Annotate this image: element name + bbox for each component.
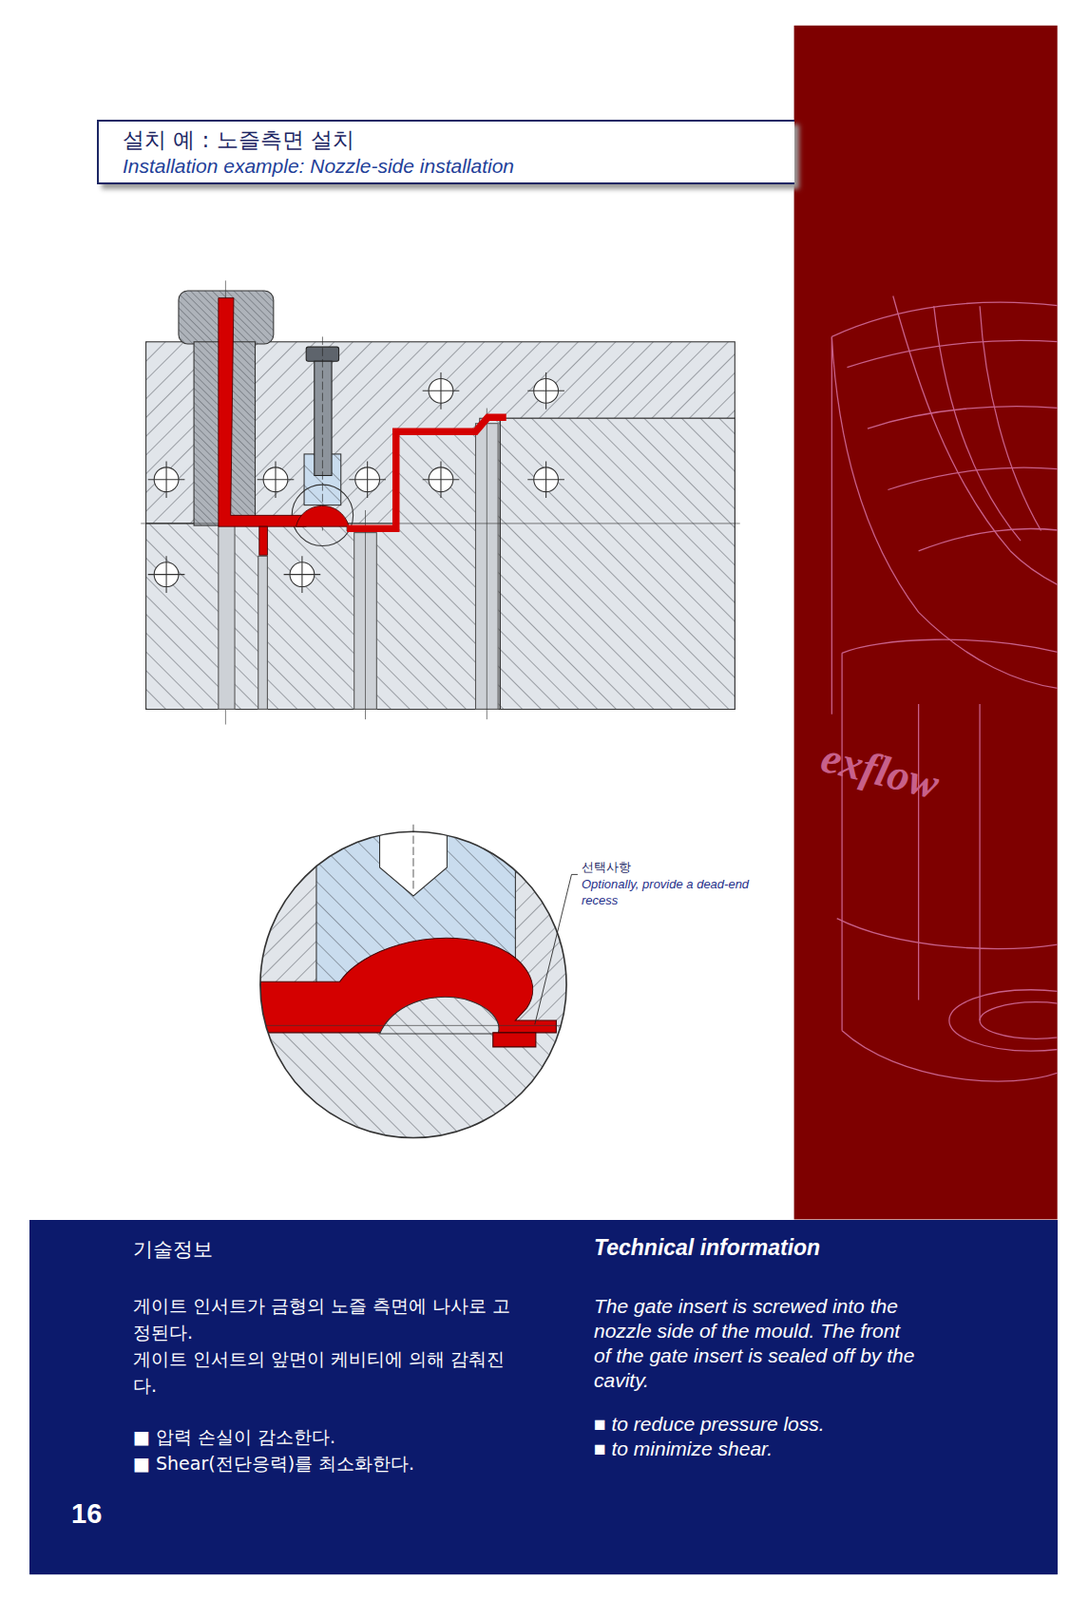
drawing-line [545,460,547,498]
drawing-path [493,1032,536,1048]
drawing-line [439,460,441,498]
melt-channel [218,298,507,556]
drawing-path [380,996,499,1034]
title-english: Installation example: Nozzle-side instal… [122,153,795,179]
drawing-line [499,418,501,709]
drawing-path [831,336,833,714]
drawing-g [831,295,1057,1082]
drawing-line [274,460,276,498]
drawing-rect [258,555,268,709]
detail-view [255,824,583,1154]
drawing-line [545,372,547,410]
side-panel [794,25,1089,1221]
drawing-line [322,336,324,531]
drawing-polygon [218,298,306,528]
leader-line [534,874,578,1025]
drawing-g [255,826,583,1154]
drawing-ellipse [979,1002,1058,1040]
drawing-path [978,704,980,1021]
drawing-rect [255,1025,583,1153]
drawing-ellipse [949,990,1058,1051]
drawing-polygon [499,418,735,709]
drawing-path [831,302,1057,337]
drawing-path [831,336,1057,689]
callout-note: Optionally, provide a dead-end recess [581,876,777,909]
drawing-path [837,918,1058,950]
drawing-polyline [346,417,507,529]
drawing-path [295,505,349,527]
drawing-path [867,406,1058,429]
info-text: 게이트 인서트의 앞면이 케비티에 의해 감춰진다. [133,1345,523,1399]
bore-holes [148,372,565,593]
drawing-line [412,824,414,891]
info-text: ■ to minimize shear. [593,1436,922,1462]
english-column: Technical informationThe gate insert is … [593,1233,922,1462]
drawing-circle [291,484,353,546]
drawing-line [486,408,488,721]
drawing-path [893,295,1058,587]
title-box: 설치 예 : 노즐측면 설치Installation example: Nozz… [96,119,795,185]
callout-heading: 선택사항 [581,859,791,876]
mould-section [140,280,740,725]
drawing-line [364,510,366,720]
info-text: The gate insert is screwed into the nozz… [593,1294,922,1394]
info-band-ground [29,1220,1058,1575]
info-band: 기술정보게이트 인서트가 금형의 노즐 측면에 나사로 고정된다.게이트 인서트… [29,1220,1058,1575]
drawing-path [841,639,1058,653]
korean-column: 기술정보게이트 인서트가 금형의 노즐 측면에 나사로 고정된다.게이트 인서트… [133,1235,523,1477]
drawing-line [255,1025,573,1027]
title-korean: 설치 예 : 노즐측면 설치 [122,125,795,154]
drawing-line [166,555,168,593]
drawing-line [166,460,168,498]
drawing-path [846,340,1057,367]
drawing-path [917,704,919,1000]
drawing-path [934,305,1021,541]
drawing-rect [794,25,1058,1221]
drawing-path [840,652,842,1031]
info-text: ■ to reduce pressure loss. [593,1412,922,1437]
drawing-line [439,372,441,410]
drawing-rect [259,526,268,555]
drawing-rect [218,525,235,709]
drawing-line [366,460,368,498]
info-text: 기술정보 [133,1235,523,1264]
drawing-path [918,529,1058,552]
drawing-line [301,555,303,593]
drawing-rect [314,361,332,476]
info-text: 게이트 인서트가 금형의 노즐 측면에 나사로 고정된다. [133,1292,523,1346]
drawing-path [979,305,1041,531]
info-text: ■ 압력 손실이 감소한다. [133,1423,523,1451]
info-text: Technical information [593,1233,922,1262]
drawing-path [887,467,1057,490]
page-number: 16 [71,1497,102,1530]
info-text: ■ Shear(전단응력)를 최소화한다. [133,1450,523,1477]
drawing-circle [260,831,567,1138]
